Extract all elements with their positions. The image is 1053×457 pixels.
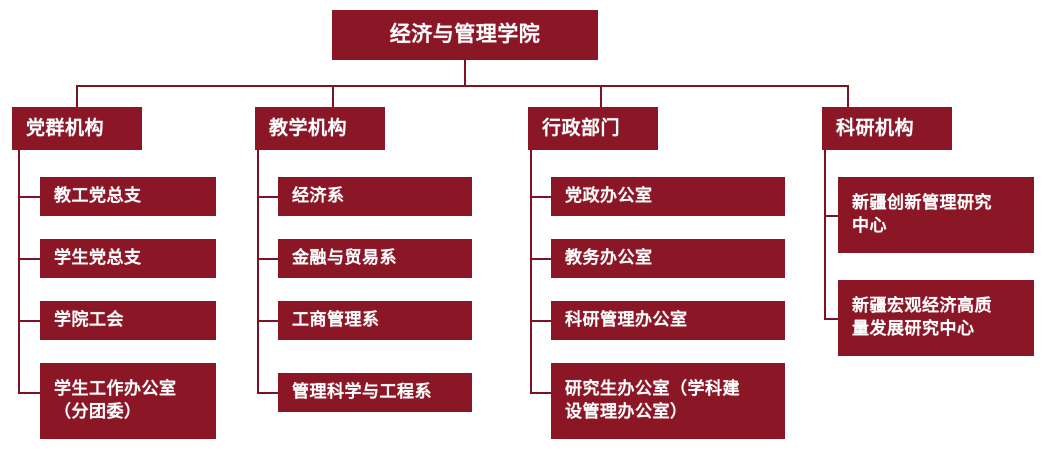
connector-branch-1-child-2 [18,258,41,260]
leaf-node-4-1[interactable]: 新疆创新管理研究 中心 [838,177,1034,253]
connector-root-stem [464,60,466,85]
connector-branch-4-child-2 [824,318,840,320]
connector-branch-4-drop [847,85,849,107]
branch-label-administrative-departments: 行政部门 [542,117,621,139]
leaf-node-1-4[interactable]: 学生工作办公室 （分团委） [40,363,216,439]
root-node-label: 经济与管理学院 [389,22,541,46]
connector-branch-2-drop [332,85,334,107]
connector-branch-2-spine [257,150,259,393]
connector-branch-3-spine [530,150,532,393]
leaf-node-2-2[interactable]: 金融与贸易系 [278,239,472,278]
leaf-node-3-1[interactable]: 党政办公室 [551,177,785,216]
branch-label-party-mass-organizations: 党群机构 [26,117,105,139]
connector-branch-3-child-4 [530,392,552,394]
leaf-node-1-2[interactable]: 学生党总支 [40,239,216,278]
leaf-label-1-2: 学生党总支 [54,248,142,268]
leaf-label-2-4: 管理科学与工程系 [292,382,432,402]
connector-branch-1-child-1 [18,196,41,198]
connector-branch-3-child-1 [530,196,552,198]
connector-branch-2-child-3 [257,320,279,322]
connector-branch-3-child-3 [530,320,552,322]
leaf-node-3-4[interactable]: 研究生办公室（学科建 设管理办公室） [551,363,785,439]
leaf-label-1-1: 教工党总支 [54,186,142,206]
branch-label-research-institutions: 科研机构 [836,117,915,139]
leaf-node-2-4[interactable]: 管理科学与工程系 [278,373,472,412]
connector-branch-1-child-4 [18,392,41,394]
leaf-label-2-1: 经济系 [292,186,345,206]
connector-branch-bus [76,85,849,87]
leaf-label-4-2: 新疆宏观经济高质 量发展研究中心 [852,296,992,338]
leaf-node-2-1[interactable]: 经济系 [278,177,472,216]
connector-branch-4-spine [824,150,826,320]
leaf-node-1-1[interactable]: 教工党总支 [40,177,216,216]
leaf-label-3-2: 教务办公室 [565,248,653,268]
connector-branch-4-child-1 [824,215,840,217]
branch-node-administrative-departments[interactable]: 行政部门 [528,107,658,150]
leaf-node-3-3[interactable]: 科研管理办公室 [551,301,785,340]
branch-node-research-institutions[interactable]: 科研机构 [822,107,952,150]
leaf-node-2-3[interactable]: 工商管理系 [278,301,472,340]
leaf-node-4-2[interactable]: 新疆宏观经济高质 量发展研究中心 [838,280,1034,356]
root-node-school[interactable]: 经济与管理学院 [332,10,598,60]
leaf-label-4-1: 新疆创新管理研究 中心 [852,193,992,235]
leaf-node-1-3[interactable]: 学院工会 [40,301,216,340]
branch-label-teaching-organizations: 教学机构 [269,117,348,139]
connector-branch-1-drop [76,85,78,107]
connector-branch-2-child-2 [257,258,279,260]
connector-branch-2-child-1 [257,196,279,198]
leaf-label-2-3: 工商管理系 [292,310,380,330]
branch-node-party-mass-organizations[interactable]: 党群机构 [12,107,142,150]
leaf-label-2-2: 金融与贸易系 [292,248,397,268]
leaf-label-3-3: 科研管理办公室 [565,310,688,330]
connector-branch-3-drop [600,85,602,107]
leaf-label-1-4: 学生工作办公室 （分团委） [54,379,177,421]
leaf-label-3-4: 研究生办公室（学科建 设管理办公室） [565,379,740,421]
connector-branch-1-spine [18,150,20,393]
leaf-node-3-2[interactable]: 教务办公室 [551,239,785,278]
branch-node-teaching-organizations[interactable]: 教学机构 [255,107,385,150]
leaf-label-3-1: 党政办公室 [565,186,653,206]
connector-branch-2-child-4 [257,392,279,394]
leaf-label-1-3: 学院工会 [54,310,124,330]
connector-branch-1-child-3 [18,320,41,322]
connector-branch-3-child-2 [530,258,552,260]
